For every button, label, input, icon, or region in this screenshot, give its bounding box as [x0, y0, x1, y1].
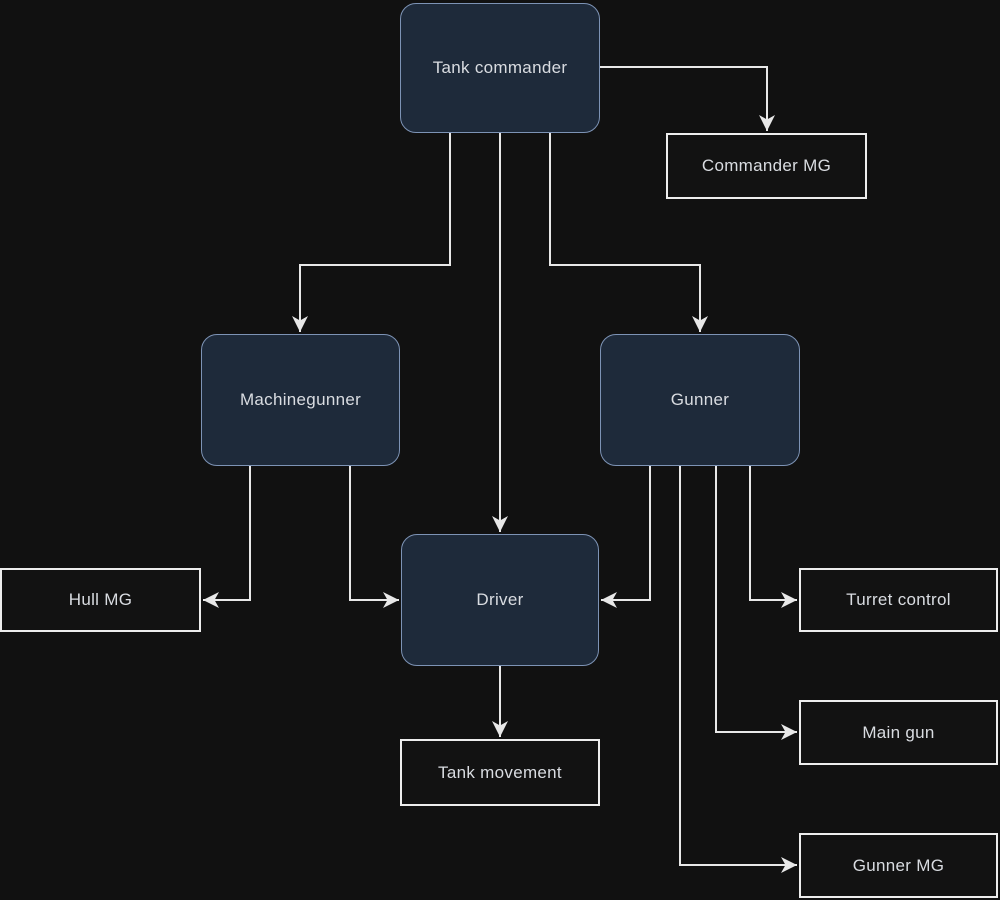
- node-hull-mg: Hull MG: [0, 568, 201, 632]
- node-driver: Driver: [401, 534, 599, 666]
- edge-gunner-to-driver: [601, 466, 651, 608]
- edge-gunner-to-gunner-mg: [679, 466, 797, 873]
- node-commander-mg: Commander MG: [666, 133, 867, 199]
- edge-tank-commander-to-machinegunner: [292, 133, 451, 332]
- node-turret-control-label: Turret control: [846, 590, 951, 609]
- node-gunner-mg-label: Gunner MG: [852, 855, 945, 875]
- node-tank-movement: Tank movement: [400, 739, 600, 806]
- edge-tank-commander-to-commander-mg: [600, 66, 775, 131]
- node-main-gun: Main gun: [799, 700, 998, 765]
- node-turret-control: Turret control: [799, 568, 998, 632]
- edge-machinegunner-to-hull-mg: [203, 466, 251, 608]
- node-commander-mg-label: Commander MG: [701, 156, 832, 175]
- edge-tank-commander-to-gunner: [549, 133, 708, 332]
- node-main-gun-label: Main gun: [862, 722, 935, 742]
- node-driver-label: Driver: [476, 590, 524, 609]
- node-hull-mg-label: Hull MG: [68, 590, 133, 609]
- node-gunner: Gunner: [600, 334, 800, 466]
- node-machinegunner: Machinegunner: [201, 334, 400, 466]
- node-machinegunner-label: Machinegunner: [239, 390, 362, 409]
- node-tank-movement-label: Tank movement: [438, 762, 562, 782]
- node-gunner-mg: Gunner MG: [799, 833, 998, 898]
- node-gunner-label: Gunner: [670, 390, 730, 409]
- node-tank-commander-label: Tank commander: [432, 58, 568, 77]
- edge-gunner-to-main-gun: [715, 466, 797, 740]
- node-tank-commander: Tank commander: [400, 3, 600, 133]
- edge-gunner-to-turret-control: [749, 466, 797, 608]
- edge-machinegunner-to-driver: [349, 466, 399, 608]
